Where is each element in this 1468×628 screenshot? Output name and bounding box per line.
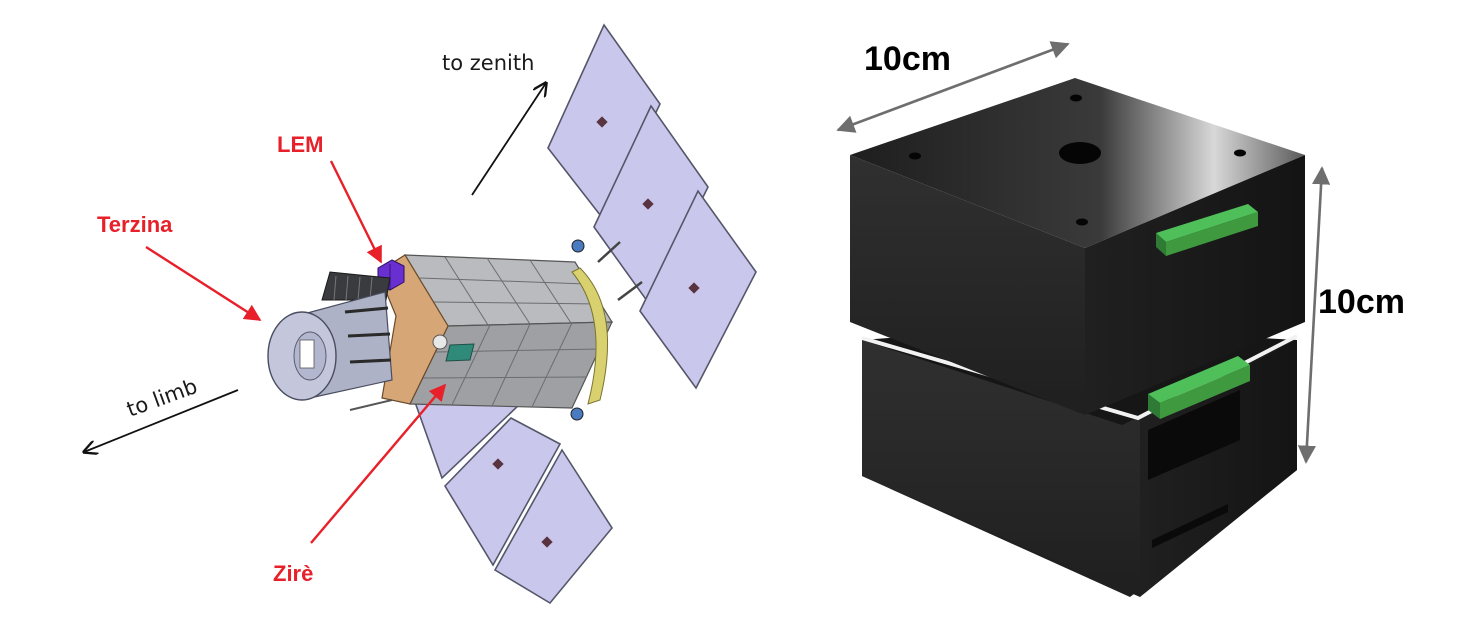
lem-label: LEM <box>277 132 323 157</box>
to-zenith-label: to zenith <box>442 51 534 75</box>
solar-panel <box>493 448 613 605</box>
zire-label: Zirè <box>273 561 313 586</box>
solar-panel <box>443 417 562 567</box>
width-dimension-arrow <box>836 41 1070 133</box>
satellite-bus <box>403 239 614 421</box>
terzina-telescope <box>267 271 393 411</box>
height-dimension-label: 10cm <box>1318 283 1405 321</box>
zire-pointer-arrow <box>310 383 447 544</box>
instrument-plate <box>377 254 449 405</box>
to-limb-arrow <box>84 389 239 452</box>
terzina-label: Terzina <box>97 212 173 237</box>
height-dimension-arrow <box>1297 166 1331 464</box>
cube-center-hole <box>1059 142 1101 164</box>
lem-pointer-arrow <box>329 160 383 264</box>
cube-module-render: 10cm 10cm <box>836 40 1405 597</box>
to-zenith-arrow <box>471 83 546 196</box>
to-limb-label: to limb <box>124 374 201 422</box>
solar-array-upper <box>547 23 757 390</box>
terzina-pointer-arrow <box>145 245 262 322</box>
width-dimension-label: 10cm <box>864 40 951 78</box>
satellite-illustration: LEM Terzina Zirè to zenith to limb <box>84 23 757 605</box>
cube-upper-board <box>1156 204 1258 256</box>
cube-lower-board <box>1148 356 1250 419</box>
cube-front-face <box>850 155 1085 415</box>
